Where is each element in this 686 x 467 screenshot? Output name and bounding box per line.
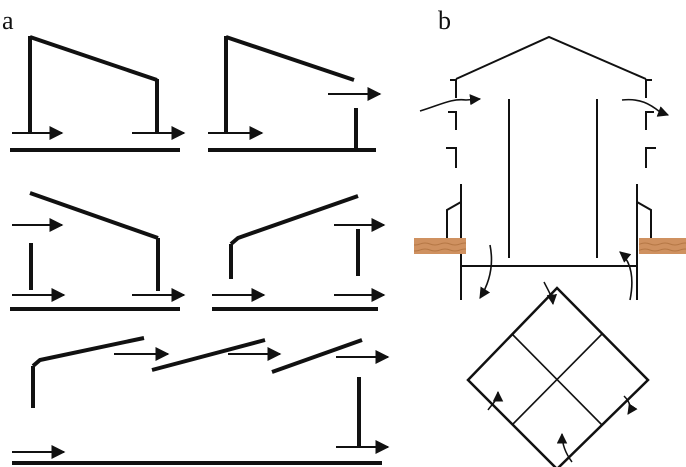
panel-label-b: b [438, 6, 451, 35]
shed-design-2 [208, 35, 382, 152]
floor-beam-left [414, 238, 466, 254]
floor-beam-right [639, 238, 686, 254]
shed-design-5-sawtooth [12, 336, 390, 465]
shed-design-1 [10, 35, 186, 152]
shed-design-4 [212, 194, 386, 311]
pen-floor-plan [466, 281, 650, 467]
panel-b-diagram [414, 35, 686, 467]
panel-label-a: a [2, 6, 14, 35]
shed-design-3 [10, 191, 186, 311]
panel-a-diagrams [10, 35, 390, 465]
gable-roof [455, 35, 647, 80]
